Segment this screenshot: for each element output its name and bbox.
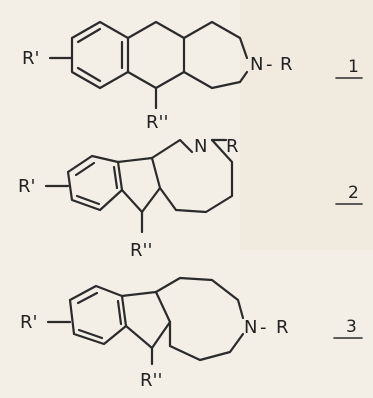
struct1-benzene-double-3	[76, 66, 102, 83]
struct2-r-double-label: R''	[130, 240, 152, 261]
struct3-piperidine-ring-lower	[168, 320, 245, 362]
compound-number-2: 2	[348, 183, 359, 203]
structure-3: R' N - R R'' 3	[20, 276, 363, 391]
compound-number-1: 1	[348, 57, 359, 77]
structure-1: R' N - R R'' 1	[22, 20, 363, 133]
background-bleed-through	[240, 0, 373, 250]
struct2-piperidine-ring	[150, 138, 194, 160]
struct1-r-label: R	[280, 54, 293, 75]
struct1-benzene-ring	[70, 20, 130, 90]
struct2-r-prime-label: R'	[18, 176, 35, 197]
struct3-n-label: N	[244, 317, 257, 338]
struct2-cyclopentane-ring	[116, 156, 162, 214]
structure-2: R' N R R'' 2	[18, 136, 363, 261]
struct2-benzene-double-2	[112, 165, 119, 190]
struct2-n-label: N	[194, 136, 207, 157]
struct2-benzene-double-3	[75, 194, 101, 206]
struct2-piperidine-ring-right	[158, 138, 234, 214]
struct3-r-label: R	[276, 317, 289, 338]
struct2-benzene-double-1	[74, 161, 96, 177]
struct1-r-prime-label: R'	[22, 48, 39, 69]
struct3-benzene-double-2	[116, 299, 123, 326]
struct1-n-label: N	[250, 54, 263, 75]
struct3-r-prime-label: R'	[20, 312, 37, 333]
struct1-dash: -	[266, 54, 273, 75]
struct2-r-label: R	[226, 136, 239, 157]
struct3-dash: -	[260, 317, 267, 338]
struct3-benzene-double-1	[76, 291, 99, 305]
struct3-benzene-ring	[68, 284, 128, 346]
compound-number-3: 3	[346, 317, 357, 337]
struct1-middle-ring	[126, 20, 186, 90]
struct1-r-double-label: R''	[146, 112, 168, 133]
struct1-benzene-double-1	[76, 27, 102, 44]
struct3-benzene-double-3	[77, 328, 104, 340]
struct3-cyclopentane-ring	[120, 290, 172, 350]
struct1-piperidine-ring	[182, 20, 249, 60]
struct3-piperidine-ring	[154, 276, 245, 320]
struct3-r-double-label: R''	[140, 370, 162, 391]
struct1-piperidine-ring-lower	[182, 70, 249, 90]
